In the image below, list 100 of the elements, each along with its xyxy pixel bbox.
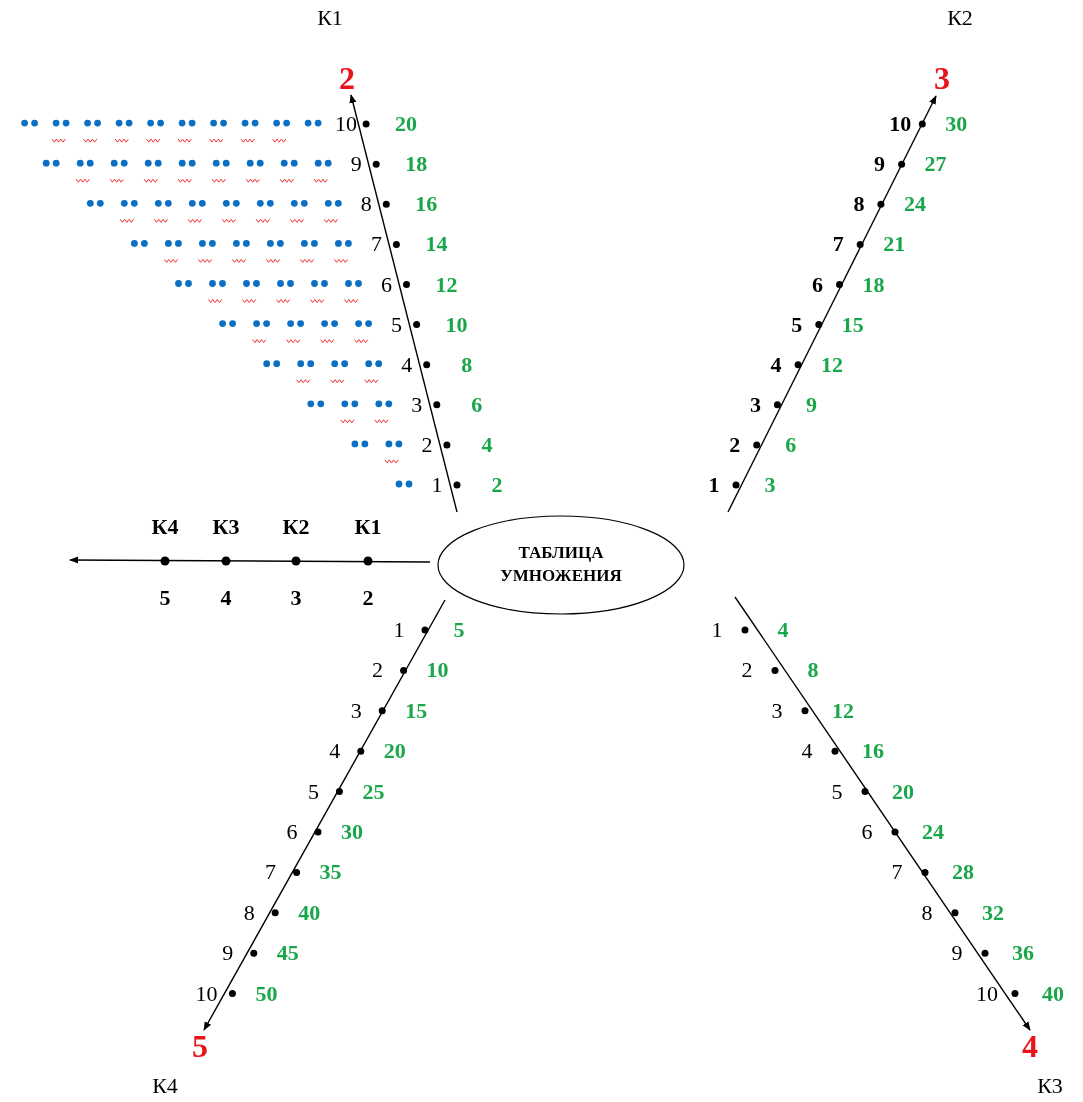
tick-number: 6	[286, 821, 298, 843]
tick-number: 2	[421, 433, 433, 456]
product-number: 18	[405, 153, 428, 176]
product-number: 9	[805, 393, 817, 416]
tick-number: 1	[431, 474, 443, 496]
tick-number: 7	[370, 233, 382, 256]
product-number: 30	[945, 113, 968, 136]
arrow	[727, 95, 937, 513]
tick-number: 7	[832, 233, 844, 256]
product-number: 4	[481, 433, 493, 456]
tick-number: 3	[771, 699, 783, 722]
product-number: 40	[1042, 982, 1064, 1005]
product-number: 4	[777, 619, 789, 641]
axis-name: К1	[354, 516, 382, 538]
product-number: 32	[982, 901, 1004, 924]
tick-number: 5	[791, 313, 803, 336]
tick-number: 8	[921, 901, 933, 924]
product-number: 20	[383, 740, 406, 763]
product-number: 36	[1012, 942, 1034, 965]
tick-number: 3	[411, 393, 423, 416]
product-number: 40	[298, 901, 321, 924]
axis-value: 4	[220, 587, 232, 609]
axis-name: К4	[152, 1075, 178, 1097]
product-number: 16	[862, 740, 884, 763]
product-number: 24	[903, 193, 926, 216]
product-number: 50	[255, 982, 278, 1005]
axis-end-number: 4	[1022, 1030, 1038, 1062]
tick-number: 5	[307, 780, 319, 803]
tick-number: 5	[831, 780, 843, 803]
axis-value: 2	[362, 587, 374, 609]
tick-number: 10	[976, 982, 998, 1005]
tick-number: 8	[853, 193, 865, 216]
arrow	[349, 94, 458, 513]
product-number: 8	[461, 353, 473, 376]
product-number: 10	[426, 659, 449, 682]
product-number: 6	[785, 433, 797, 456]
tick-number: 2	[372, 659, 384, 682]
tick-number: 5	[391, 313, 403, 336]
axis-end-number: 3	[934, 62, 950, 94]
tick-number: 1	[708, 474, 720, 496]
tick-number: 10	[889, 113, 912, 136]
tick-number: 4	[801, 740, 813, 763]
product-number: 5	[453, 619, 465, 641]
tick-number: 9	[222, 942, 234, 965]
axis-name: К3	[212, 516, 240, 538]
tick-number: 4	[329, 740, 341, 763]
product-number: 45	[276, 942, 299, 965]
product-number: 18	[862, 273, 885, 296]
axis-end-number: 5	[192, 1030, 208, 1062]
tick-number: 2	[741, 659, 753, 682]
product-number: 16	[415, 193, 438, 216]
product-number: 12	[435, 273, 458, 296]
axis-name: К3	[1037, 1075, 1063, 1097]
tick-number: 9	[350, 153, 362, 176]
tick-number: 4	[401, 353, 413, 376]
tick-number: 4	[770, 353, 782, 376]
product-number: 3	[764, 474, 776, 496]
tick-number: 6	[381, 273, 392, 296]
tick-number: 7	[891, 861, 903, 884]
tick-number: 1	[393, 619, 405, 641]
arrow	[734, 596, 1031, 1031]
product-number: 10	[445, 313, 468, 336]
tick-number: 1	[711, 619, 723, 641]
tick-number: 6	[861, 821, 873, 843]
axis-value: 5	[159, 587, 171, 609]
product-number: 12	[832, 699, 854, 722]
oval-text: ТАБЛИЦА УМНОЖЕНИЯ	[499, 542, 623, 587]
axis-end-number: 2	[339, 62, 355, 94]
axis-name: К4	[151, 516, 179, 538]
tick-number: 10	[335, 113, 358, 136]
tick-number: 3	[350, 699, 362, 722]
product-number: 25	[362, 780, 385, 803]
tick-number: 7	[265, 861, 277, 884]
axis-value: 3	[290, 587, 302, 609]
tick-number: 8	[243, 901, 255, 924]
product-number: 15	[405, 699, 428, 722]
product-number: 35	[319, 861, 342, 884]
tick-number: 9	[874, 153, 886, 176]
product-number: 27	[924, 153, 947, 176]
tick-number: 10	[195, 982, 218, 1005]
product-number: 20	[395, 113, 418, 136]
product-number: 28	[952, 861, 974, 884]
product-number: 20	[892, 780, 914, 803]
product-number: 30	[341, 821, 363, 843]
tick-number: 3	[749, 393, 761, 416]
product-number: 21	[883, 233, 906, 256]
arrow	[203, 599, 446, 1031]
axis-name: К1	[317, 7, 343, 29]
product-number: 8	[807, 659, 819, 682]
tick-number: 2	[729, 433, 741, 456]
product-number: 15	[841, 313, 864, 336]
tick-number: 9	[951, 942, 963, 965]
product-number: 14	[425, 233, 448, 256]
tick-number: 8	[360, 193, 372, 216]
product-number: 24	[922, 821, 944, 843]
arrow	[69, 556, 431, 564]
tick-number: 6	[812, 273, 823, 296]
product-number: 12	[821, 353, 844, 376]
product-number: 6	[471, 393, 483, 416]
product-number: 2	[491, 474, 503, 496]
